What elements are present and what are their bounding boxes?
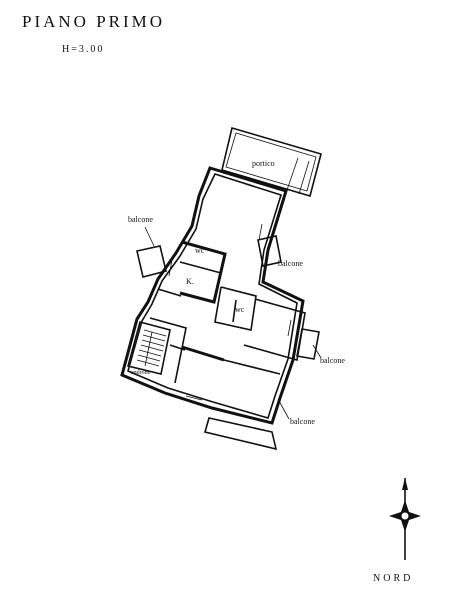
ceiling-height-note: H=3.00 <box>62 44 105 55</box>
compass-label: NORD <box>373 573 414 584</box>
label-balcone-east-upper: balcone <box>278 259 303 268</box>
plan-title: PIANO PRIMO <box>22 12 166 31</box>
balcony-east-upper: balcone <box>257 235 303 268</box>
label-balcone-south: balcone <box>290 417 315 426</box>
outer-walls <box>120 166 305 425</box>
label-kitchen: K. <box>186 277 194 286</box>
label-androne: androne <box>131 370 151 376</box>
label-portico: portico <box>252 159 275 168</box>
label-balcone-west: balcone <box>128 215 153 224</box>
window-marks <box>168 223 292 415</box>
balcony-south: balcone <box>204 398 315 451</box>
balcony-east-lower: balcone <box>296 328 345 365</box>
internal-walls <box>149 240 306 384</box>
staircase: androne <box>127 321 171 376</box>
label-wc-upper: wc <box>195 246 205 255</box>
label-wc-lower: wc <box>235 305 245 314</box>
compass-rose-icon <box>389 478 421 560</box>
portico-area: portico <box>221 126 322 198</box>
label-balcone-east-lower: balcone <box>320 356 345 365</box>
balcony-west: balcone <box>128 215 167 278</box>
